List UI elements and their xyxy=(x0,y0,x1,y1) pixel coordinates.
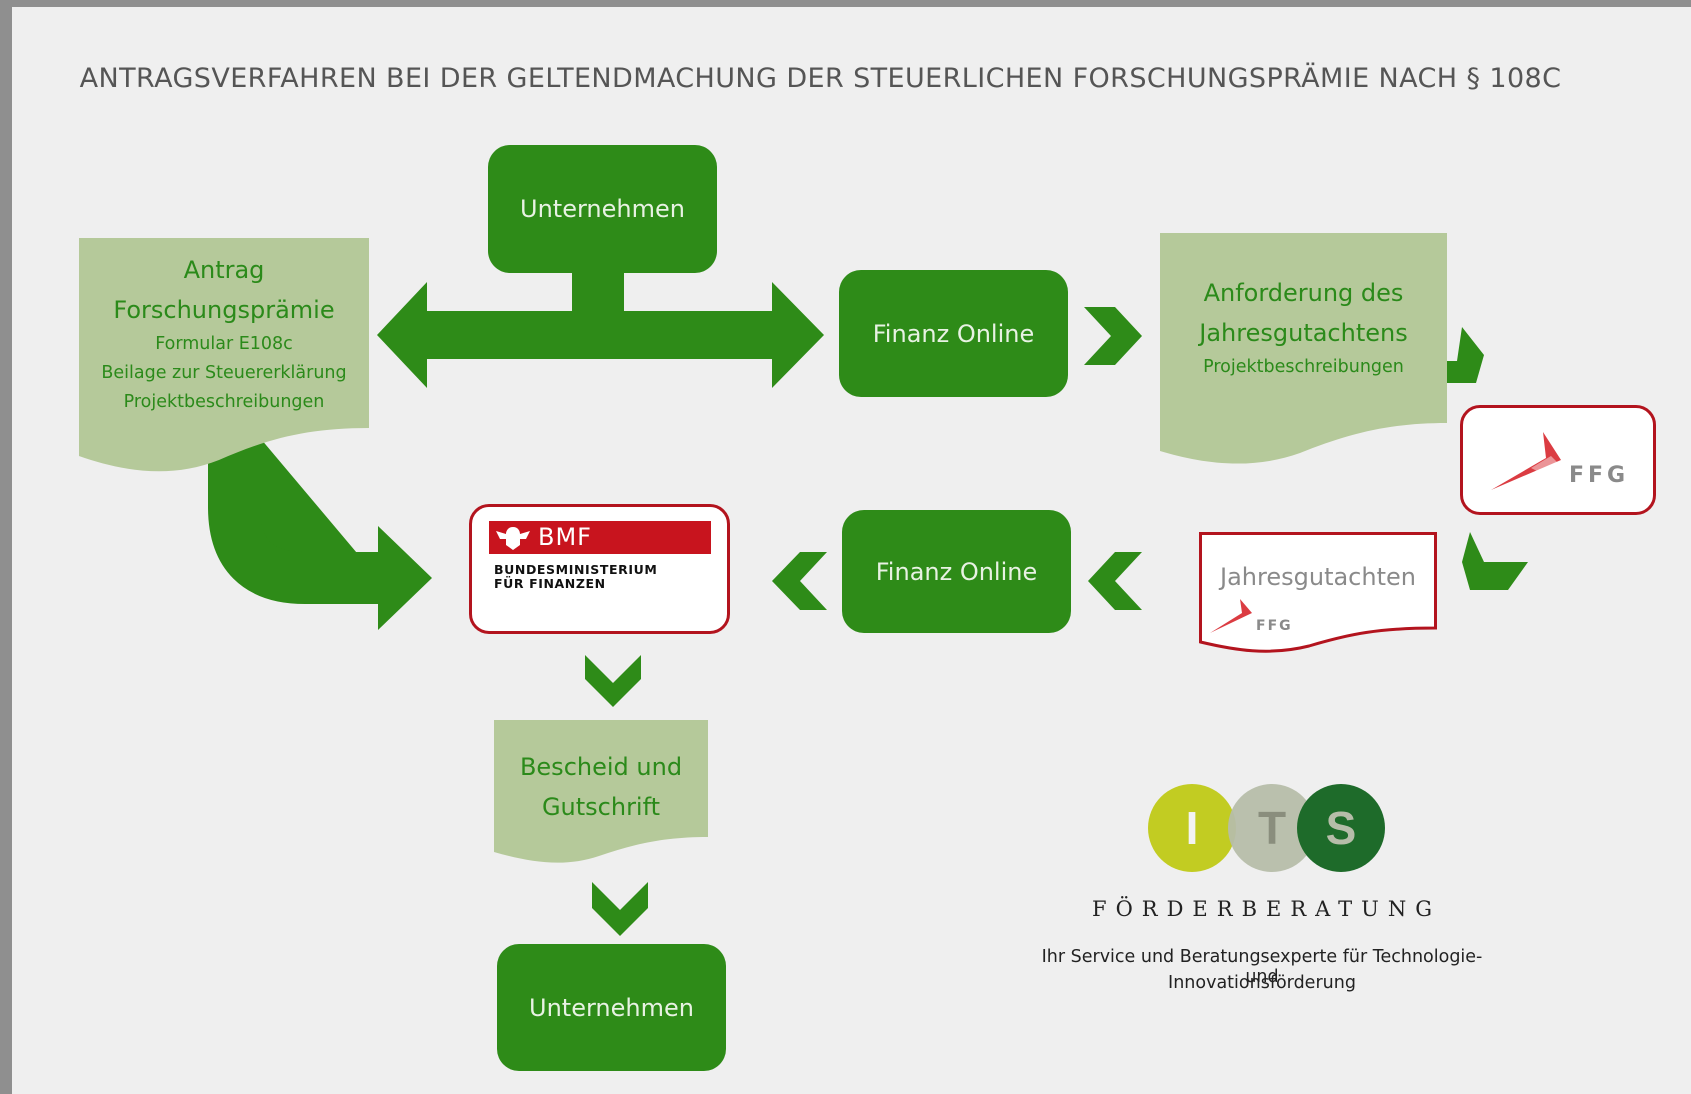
bmf-badge-text: BMF xyxy=(538,523,592,551)
unternehmen-bottom-box: Unternehmen xyxy=(497,944,726,1071)
chevron-right-1 xyxy=(1084,307,1142,365)
anforderung-doc-shape xyxy=(1160,233,1447,464)
bmf-name-line1: BUNDESMINISTERIUM xyxy=(494,562,658,577)
jahresgutachten-ffg-text: FFG xyxy=(1256,618,1293,634)
jahresgutachten-ffg-mark xyxy=(1210,599,1252,633)
ffg-logo-text: FFG xyxy=(1569,463,1630,488)
jahresgutachten-label: Jahresgutachten xyxy=(1220,563,1416,591)
its-logo-circles: I T S xyxy=(1148,784,1385,872)
bmf-name-line2: FÜR FINANZEN xyxy=(494,576,606,591)
anforderung-title-line1: Anforderung des xyxy=(1203,279,1404,307)
chevron-left-2 xyxy=(1088,552,1142,610)
ffg-logo-frame: FFG xyxy=(1460,405,1656,515)
antrag-doc-shape xyxy=(79,238,369,472)
diagram-canvas: ANTRAGSVERFAHREN BEI DER GELTENDMACHUNG … xyxy=(12,7,1691,1094)
antrag-title-line2: Forschungsprämie xyxy=(113,296,335,324)
antrag-detail-1: Formular E108c xyxy=(155,334,293,354)
jahresgutachten-doc-shape xyxy=(1199,532,1437,653)
antrag-detail-2: Beilage zur Steuererklärung xyxy=(101,363,347,383)
curved-arrow-head xyxy=(378,526,432,630)
unternehmen-top-label: Unternehmen xyxy=(520,195,685,223)
bmf-logo-frame: BMF BUNDESMINISTERIUM FÜR FINANZEN xyxy=(469,504,730,634)
ffg-logo-mark xyxy=(1491,432,1561,490)
its-letter-s: S xyxy=(1326,802,1357,854)
connector-layer xyxy=(208,262,1528,936)
finanz-online-mid-box: Finanz Online xyxy=(842,510,1071,633)
anforderung-title-line2: Jahresgutachtens xyxy=(1199,319,1408,347)
finanz-online-mid-label: Finanz Online xyxy=(875,557,1038,586)
its-tagline-2: Innovationsförderung xyxy=(1168,973,1356,993)
eagle-icon xyxy=(496,527,530,550)
chevron-from-ffg xyxy=(1462,532,1528,590)
antrag-title-line1: Antrag xyxy=(183,256,265,284)
page-title: ANTRAGSVERFAHREN BEI DER GELTENDMACHUNG … xyxy=(79,63,1562,94)
bescheid-doc: Bescheid und Gutschrift xyxy=(494,747,708,827)
anforderung-doc: Anforderung des Jahresgutachtens Projekt… xyxy=(1160,273,1447,382)
curved-arrow-body xyxy=(208,427,380,604)
anforderung-detail: Projektbeschreibungen xyxy=(1203,357,1404,377)
chevron-down-1 xyxy=(585,655,641,707)
chevron-down-2 xyxy=(592,882,648,936)
its-wordmark: FÖRDERBERATUNG xyxy=(1092,897,1442,921)
unternehmen-bottom-label: Unternehmen xyxy=(529,993,694,1022)
chevron-left-1 xyxy=(772,552,827,610)
finanz-online-top-label: Finanz Online xyxy=(872,319,1035,348)
its-tagline-1: Ihr Service und Beratungsexperte für Tec… xyxy=(1041,947,1483,987)
finanz-online-top-box: Finanz Online xyxy=(839,270,1068,397)
antrag-detail-3: Projektbeschreibungen xyxy=(123,392,325,412)
antrag-doc: Antrag Forschungsprämie Formular E108c B… xyxy=(79,250,369,417)
bescheid-line1: Bescheid und xyxy=(519,753,683,781)
double-arrow xyxy=(377,262,824,388)
its-letter-i: I xyxy=(1186,802,1199,854)
bescheid-line2: Gutschrift xyxy=(541,793,661,821)
its-letter-t: T xyxy=(1258,802,1286,854)
unternehmen-top-box: Unternehmen xyxy=(488,145,717,273)
bescheid-doc-shape xyxy=(494,720,708,863)
